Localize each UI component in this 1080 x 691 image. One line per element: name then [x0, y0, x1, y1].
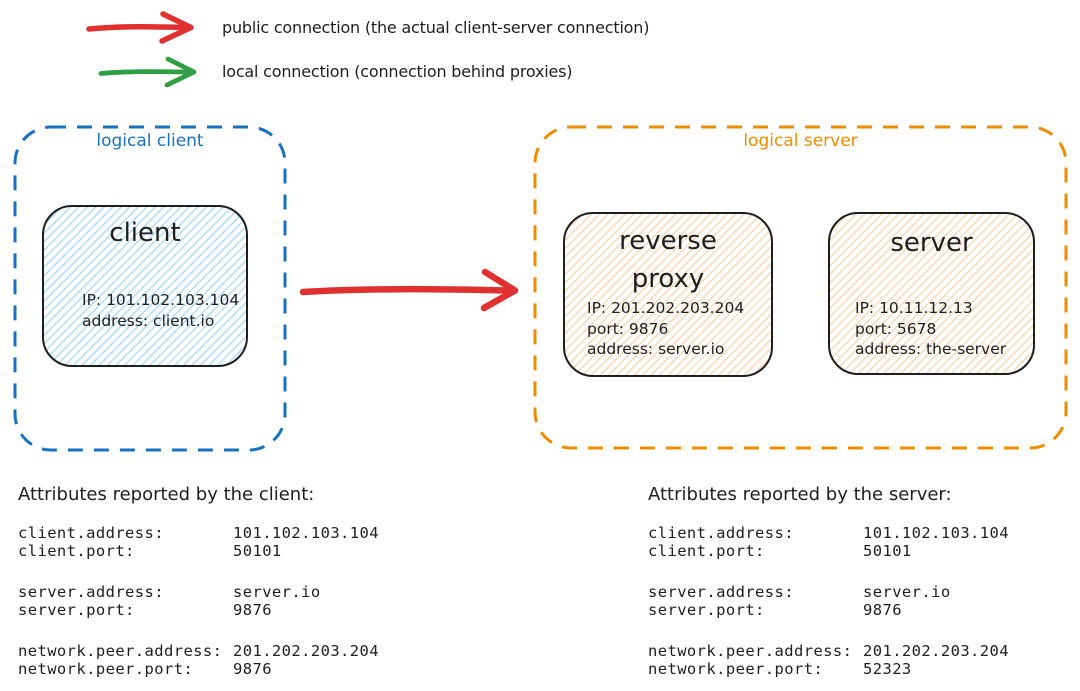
server-attributes-block: Attributes reported by the server: clien…: [648, 483, 1009, 678]
attr-row: network.peer.address: 201.202.203.204: [648, 642, 1009, 660]
server-node-details: IP: 10.11.12.13 port: 5678 address: the-…: [855, 298, 1006, 360]
attr-row: network.peer.port: 9876: [18, 659, 272, 678]
reverse-proxy-address: address: server.io: [587, 340, 725, 358]
legend-public-connection-label: public connection (the actual client-ser…: [222, 18, 650, 37]
green-arrow-icon: [98, 56, 197, 88]
attr-row: network.peer.port: 52323: [648, 659, 912, 678]
attr-row: client.address: 101.102.103.104: [648, 524, 1009, 542]
server-address: address: the-server: [855, 340, 1007, 358]
client-attributes-block: Attributes reported by the client: clien…: [18, 483, 379, 678]
client-ip: IP: 101.102.103.104: [82, 291, 240, 309]
server-node-title: server: [890, 228, 973, 258]
reverse-proxy-node-details: IP: 201.202.203.204 port: 9876 address: …: [587, 298, 744, 360]
client-node-details: IP: 101.102.103.104 address: client.io: [82, 290, 239, 331]
attr-row: network.peer.address: 201.202.203.204: [18, 642, 379, 660]
reverse-proxy-node-title: reverse proxy: [619, 226, 717, 294]
client-address: address: client.io: [82, 311, 215, 330]
client-node: client IP: 101.102.103.104 address: clie…: [42, 205, 248, 367]
attr-row: server.address: server.io: [648, 583, 951, 601]
attr-row: server.port: 9876: [18, 600, 272, 619]
legend-local-connection-label: local connection (connection behind prox…: [222, 62, 573, 81]
reverse-proxy-port: port: 9876: [587, 319, 669, 338]
client-attributes-title: Attributes reported by the client:: [18, 484, 315, 505]
reverse-proxy-ip: IP: 201.202.203.204: [587, 299, 745, 317]
server-node: server IP: 10.11.12.13 port: 5678 addres…: [828, 212, 1035, 375]
server-attributes-title: Attributes reported by the server:: [648, 484, 952, 505]
server-port: port: 5678: [855, 319, 937, 338]
logical-client-label: logical client: [96, 131, 204, 151]
logical-server-label: logical server: [743, 131, 858, 151]
attr-row: server.address: server.io: [18, 583, 321, 601]
client-server-arrow-icon: [299, 268, 519, 312]
attr-row: server.port: 9876: [648, 600, 902, 619]
client-node-title: client: [109, 218, 181, 248]
attr-row: client.port: 50101: [18, 541, 282, 560]
attr-row: client.port: 50101: [648, 541, 912, 560]
server-ip: IP: 10.11.12.13: [855, 299, 973, 317]
reverse-proxy-node: reverse proxy IP: 201.202.203.204 port: …: [563, 212, 773, 377]
red-arrow-icon: [86, 11, 194, 44]
attr-row: client.address: 101.102.103.104: [18, 524, 379, 542]
